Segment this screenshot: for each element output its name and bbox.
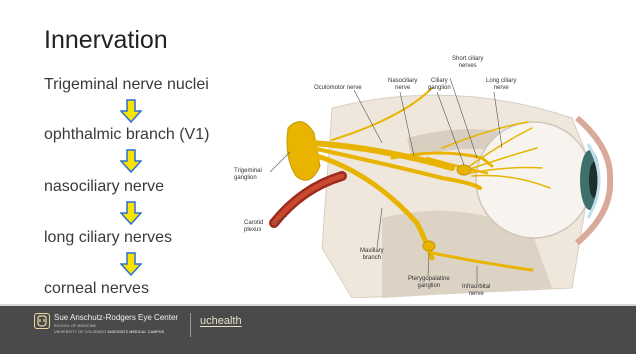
label-oculomotor-nerve: Oculomotor nerve xyxy=(314,85,362,92)
footer-university-prefix: UNIVERSITY OF COLORADO xyxy=(54,330,106,334)
down-arrow-icon xyxy=(120,149,142,173)
label-long-ciliary-nerve: Long ciliary nerve xyxy=(486,78,516,92)
label-short-ciliary-nerves: Short ciliary nerves xyxy=(452,56,483,70)
slide-top-band xyxy=(0,0,636,10)
down-arrow-icon xyxy=(120,201,142,225)
label-trigeminal-ganglion: Trigeminal ganglion xyxy=(234,168,262,182)
cu-logo-icon xyxy=(34,313,50,329)
label-nasociliary-nerve: Nasociliary nerve xyxy=(388,78,417,92)
down-arrow-icon xyxy=(120,252,142,276)
flow-item-ophthalmic-branch: ophthalmic branch (V1) xyxy=(44,126,209,144)
eye-innervation-illustration: Oculomotor nerve Nasociliary nerve Cilia… xyxy=(232,48,628,298)
label-pterygopalatine-ganglion: Pterygopalatine ganglion xyxy=(408,276,450,290)
footer-org-name: Sue Anschutz-Rodgers Eye Center xyxy=(54,313,178,322)
label-ciliary-ganglion: Ciliary ganglion xyxy=(428,78,451,92)
label-infraorbital-nerve: Infraorbital nerve xyxy=(462,284,490,298)
footer-university: UNIVERSITY OF COLORADO ANSCHUTZ MEDICAL … xyxy=(54,330,164,334)
down-arrow-icon xyxy=(120,99,142,123)
label-maxillary-branch: Maxillary branch xyxy=(360,248,384,262)
label-carotid-plexus: Carotid plexus xyxy=(244,220,263,234)
slide-title: Innervation xyxy=(44,26,168,55)
flow-item-corneal: corneal nerves xyxy=(44,280,149,298)
footer-divider xyxy=(190,313,191,337)
footer-school: SCHOOL OF MEDICINE xyxy=(54,324,96,328)
flow-item-nasociliary: nasociliary nerve xyxy=(44,178,164,196)
footer-campus: ANSCHUTZ MEDICAL CAMPUS xyxy=(107,330,164,334)
flow-item-trigeminal-nuclei: Trigeminal nerve nuclei xyxy=(44,76,209,94)
flow-item-long-ciliary: long ciliary nerves xyxy=(44,229,172,247)
footer-brand-logo: uchealth xyxy=(200,315,242,327)
